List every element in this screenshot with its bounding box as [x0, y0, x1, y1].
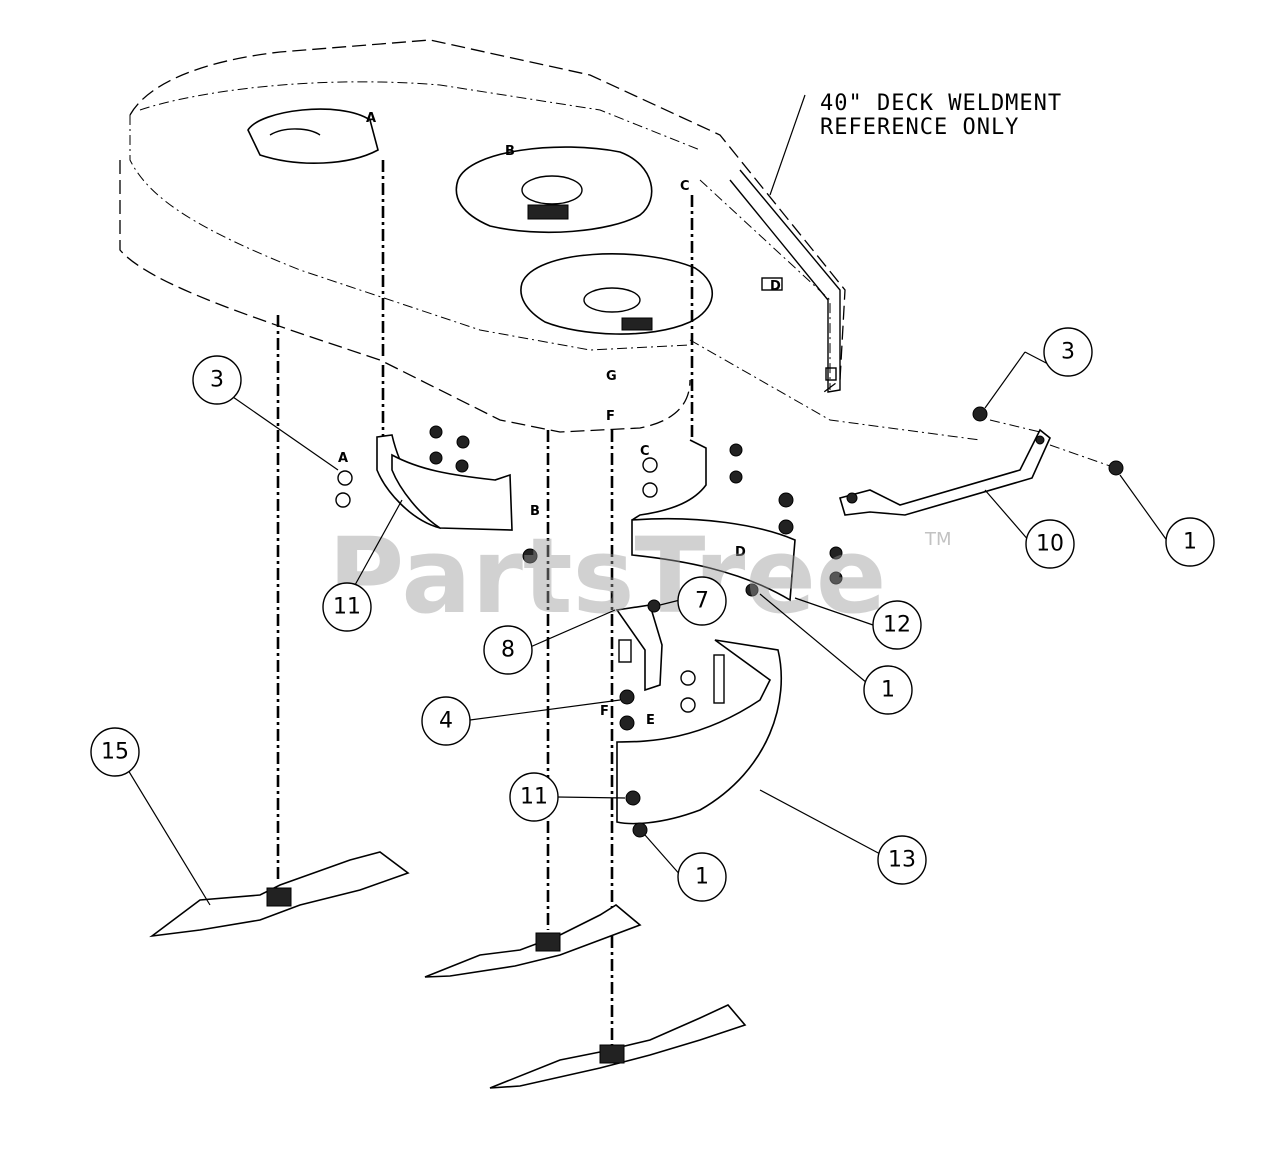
- deck-marker-f: F: [606, 409, 615, 424]
- blade-left: [149, 851, 410, 938]
- callout-label: 15: [101, 740, 129, 765]
- callout-label: 4: [439, 709, 453, 734]
- callout-11-left: 11: [322, 582, 372, 632]
- reference-note: 40" DECK WELDMENT REFERENCE ONLY: [769, 91, 1062, 196]
- callout-label: 7: [695, 589, 709, 614]
- reference-note-line2: REFERENCE ONLY: [820, 115, 1019, 140]
- callout-label: 12: [883, 613, 911, 638]
- watermark-text: PartsTree: [328, 515, 886, 637]
- svg-text:E: E: [646, 713, 655, 728]
- callout-label: 1: [1183, 530, 1197, 555]
- deck-marker-d: D: [770, 279, 781, 294]
- callout-10: 10: [1025, 519, 1075, 569]
- callout-12: 12: [872, 600, 922, 650]
- watermark: PartsTree TM: [328, 515, 952, 637]
- callout-label: 10: [1036, 532, 1064, 557]
- callout-8: 8: [483, 625, 533, 675]
- callout-label: 3: [210, 368, 224, 393]
- callout-11-mid: 11: [509, 772, 559, 822]
- callout-3-left: 3: [192, 355, 242, 405]
- blade-right: [489, 1004, 747, 1089]
- deck-marker-b: B: [505, 144, 515, 159]
- deck-marker-c: C: [680, 179, 690, 194]
- callout-3-right: 3: [1043, 327, 1093, 377]
- deck-marker-a: A: [366, 111, 376, 126]
- svg-text:D: D: [735, 545, 746, 560]
- front-baffle: F E: [600, 639, 783, 838]
- spindle-plate-left: [247, 108, 379, 165]
- callout-1-right: 1: [1165, 517, 1215, 567]
- callout-label: 11: [333, 595, 361, 620]
- callout-1-bottom: 1: [677, 852, 727, 902]
- right-baffle: C D: [631, 439, 843, 602]
- spindle-plate-center: [455, 146, 653, 234]
- callout-1-mid: 1: [863, 665, 913, 715]
- callout-label: 11: [520, 785, 548, 810]
- callout-7: 7: [677, 576, 727, 626]
- bracket: [615, 599, 663, 692]
- spindle-plate-right: [520, 253, 713, 335]
- watermark-trademark: TM: [924, 529, 952, 550]
- callout-label: 13: [888, 848, 916, 873]
- svg-text:C: C: [640, 444, 650, 459]
- spindle-axis-lines: [276, 160, 694, 1050]
- callout-label: 1: [695, 865, 709, 890]
- callout-label: 8: [501, 638, 515, 663]
- svg-text:F: F: [600, 704, 609, 719]
- callout-label: 3: [1061, 340, 1075, 365]
- deck-weldment: [119, 39, 981, 441]
- callout-4: 4: [421, 696, 471, 746]
- svg-text:B: B: [530, 504, 540, 519]
- callout-13: 13: [877, 835, 927, 885]
- deck-letter-markers: A B C D G F: [366, 111, 781, 424]
- callout-15: 15: [90, 727, 140, 777]
- svg-text:A: A: [338, 451, 348, 466]
- left-baffle: A B: [335, 425, 540, 564]
- reference-note-line1: 40" DECK WELDMENT: [820, 91, 1062, 116]
- deflector-rod: [839, 406, 1124, 516]
- callout-label: 1: [881, 678, 895, 703]
- deck-marker-g: G: [606, 369, 617, 384]
- blade-center: [424, 904, 642, 978]
